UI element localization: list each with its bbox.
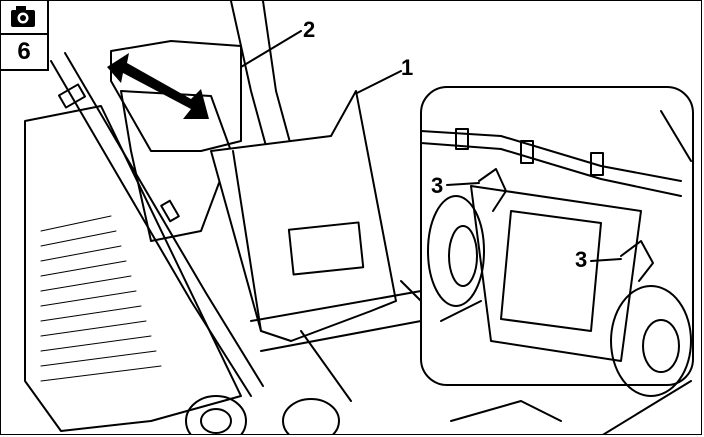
handle-bar-left [50,60,252,397]
callout-3-left: 3 [431,173,444,198]
leader-line-2 [240,30,302,68]
callout-2: 2 [303,17,316,42]
inset-right-wheel [610,285,692,397]
leader-line-3a [446,182,480,186]
leader-line-1 [356,70,402,94]
callout-3-right: 3 [575,247,588,272]
figure-badge: 6 [1,1,49,71]
grass-box-top [110,40,242,152]
rear-wheel [185,395,247,434]
grass-box-side [24,105,242,432]
figure-number: 6 [17,38,31,65]
callout-1: 1 [401,55,414,80]
flap-label-area [287,221,365,276]
leader-line-3b [590,258,622,262]
detail-inset [420,86,694,386]
latch-right [620,240,654,282]
inset-left-wheel [427,195,485,307]
latch-left [478,168,507,212]
deflector-flap [210,90,397,342]
inset-flap [470,185,642,362]
camera-icon [1,1,47,35]
double-arrow-icon [107,53,209,119]
